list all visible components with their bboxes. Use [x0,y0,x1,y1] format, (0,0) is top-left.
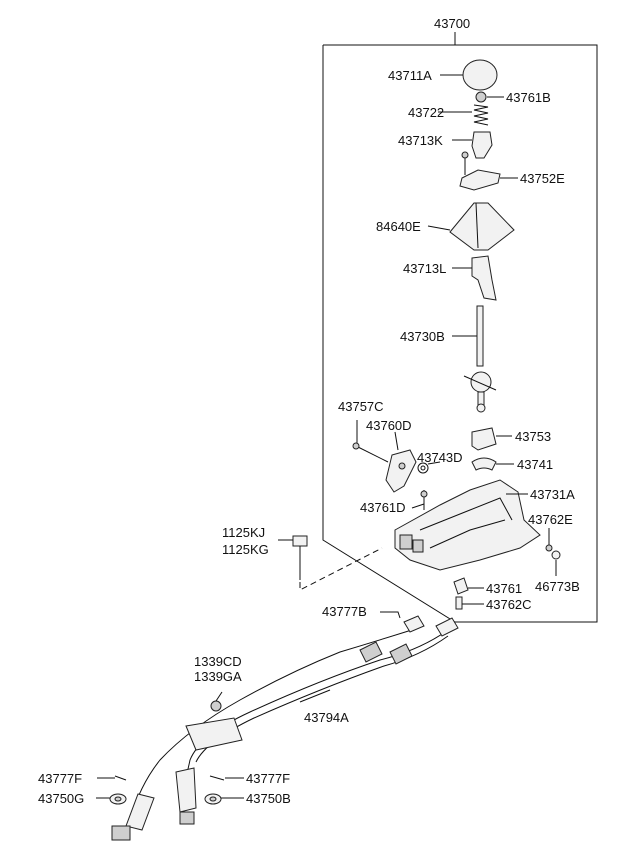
clip-left [114,775,127,781]
label-1339GA: 1339GA [194,669,242,684]
label-43777B: 43777B [322,604,367,619]
pivot-pin-head [352,442,360,450]
label-43761: 43761 [486,581,522,596]
label-43741: 43741 [517,457,553,472]
lever-cap [471,427,497,451]
shift-lever-rod [476,305,484,367]
leader-84640E [427,225,451,231]
knob-spring [473,104,489,126]
cable-end-shift [435,617,459,637]
pivot-pin [355,445,389,463]
lock-bracket [385,449,417,493]
knob-ball [475,91,487,103]
washer-right-hole [209,796,217,802]
lever-pivot-ball [470,371,492,393]
mounting-bolt-head [292,535,308,547]
cable-end-eye-upper [179,811,195,825]
label-1125KG: 1125KG [222,542,269,557]
leader-43761D [411,503,425,509]
shift-knob [462,59,498,91]
housing-block-2 [412,539,424,553]
label-43757C: 43757C [338,399,384,414]
label-43713L: 43713L [403,261,446,276]
label-43750B: 43750B [246,791,291,806]
washer-left-hole [114,796,122,802]
bushing [420,490,428,498]
bracket-hole [398,462,406,470]
clip-right [209,775,225,781]
torsion-spring [417,462,429,474]
housing-rib-lower [429,519,506,549]
cable-end-lower [125,793,155,831]
cable-bracket-2 [389,643,413,665]
torsion-spring-core [420,465,426,471]
grommet-nut [210,700,222,712]
label-43711A: 43711A [388,68,432,83]
leader-43794A [299,689,331,703]
assembly-frame [322,44,598,623]
boot-crease [475,202,479,249]
leader-43760D [394,431,399,451]
housing-block [399,534,413,550]
label-43743D: 43743D [417,450,463,465]
bolt-dash-line [299,547,383,591]
label-43752E: 43752E [520,171,565,186]
cable-end-upper [175,767,197,813]
label-43762C: 43762C [486,597,532,612]
retainer-plate [459,169,501,191]
label-43713K: 43713K [398,133,443,148]
label-1125KJ: 1125KJ [222,525,265,540]
label-43777F-right: 43777F [246,771,290,786]
clip [545,544,553,552]
leader-43743D [427,461,441,465]
label-43753: 43753 [515,429,551,444]
label-43761D: 43761D [360,500,406,515]
cable-grommet [185,717,243,751]
label-84640E: 84640E [376,219,421,234]
label-43750G: 43750G [38,791,84,806]
knob-sleeve [471,131,493,159]
lever-end-ball [476,403,486,413]
lever-pin [463,375,497,391]
label-43777F-left: 43777F [38,771,82,786]
plate-bolt-head [461,151,469,159]
label-43794A: 43794A [304,710,349,725]
housing-rib [419,497,513,531]
guide-ring [471,457,497,471]
lever-sleeve [471,255,497,301]
label-43760D: 43760D [366,418,412,433]
label-43730B: 43730B [400,329,445,344]
shift-boot [449,202,515,251]
label-43761B: 43761B [506,90,551,105]
label-43762E: 43762E [528,512,573,527]
label-43731A: 43731A [530,487,575,502]
clip-ring [551,550,561,560]
cable-bracket-1 [359,641,383,663]
damper-pin [455,596,463,610]
label-assembly: 43700 [434,16,470,31]
cable-clip [380,611,401,619]
label-43722: 43722 [408,105,444,120]
select-cable [129,627,419,821]
label-1339CD: 1339CD [194,654,242,669]
damper-bushing [453,577,469,595]
label-46773B: 46773B [535,579,580,594]
cable-end-eye-lower [111,825,131,841]
leader-1339 [215,691,223,702]
cable-end-select [403,615,425,633]
